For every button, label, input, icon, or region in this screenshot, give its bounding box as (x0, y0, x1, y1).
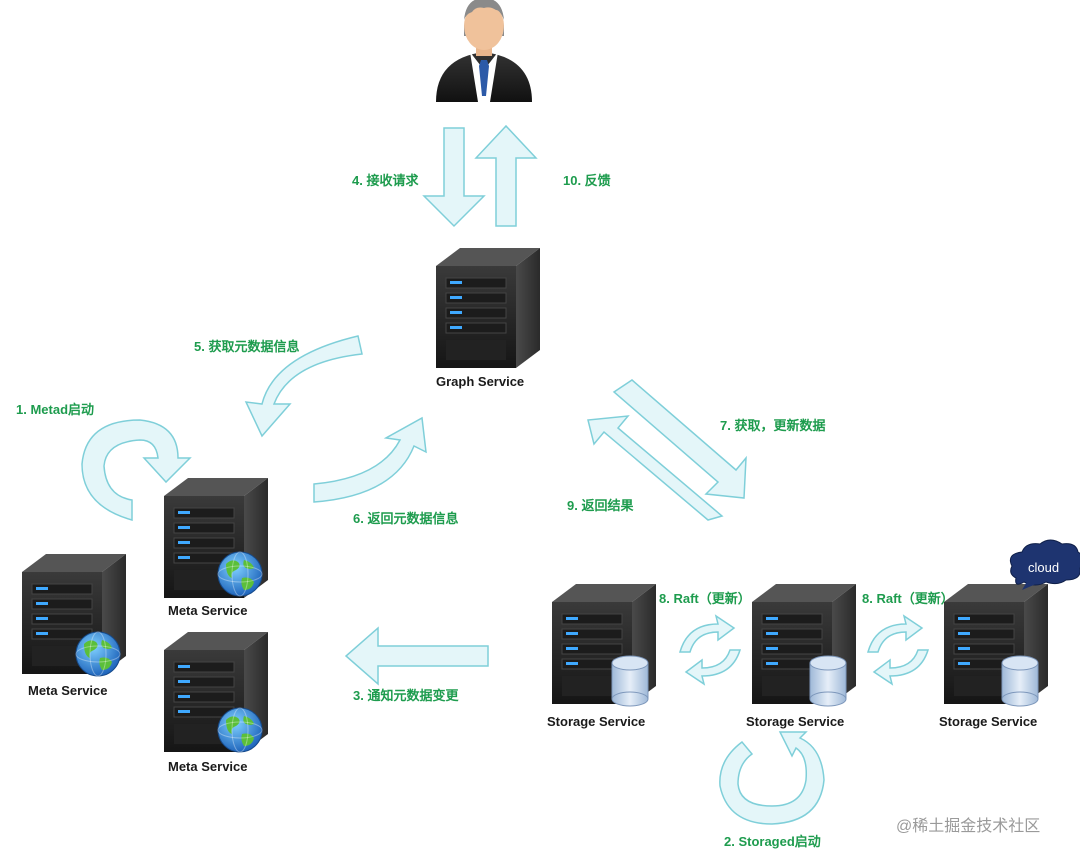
graph-service-label: Graph Service (436, 374, 525, 389)
meta-server-left-icon (21, 553, 127, 677)
storage-server-right-icon (943, 583, 1049, 707)
storage-service-right-label: Storage Service (939, 714, 1038, 729)
database-icon (1001, 655, 1039, 707)
globe-icon (217, 551, 263, 597)
step-1-label: 1. Metad启动 (16, 402, 95, 417)
cloud-icon (1009, 539, 1080, 590)
meta-server-top-icon (163, 477, 269, 599)
user-icon (436, 0, 532, 102)
step-4-label: 4. 接收请求 (352, 173, 419, 188)
meta-server-bottom-icon (163, 631, 269, 753)
database-icon (611, 655, 649, 707)
meta-service-bottom-label: Meta Service (168, 759, 248, 774)
arrow-left-step3 (344, 626, 489, 686)
meta-service-left-label: Meta Service (28, 683, 108, 698)
arrow-down-step4 (422, 127, 486, 228)
step-8-right-label: 8. Raft（更新） (862, 591, 954, 606)
arrow-up-step10 (474, 124, 538, 227)
step-8-left-label: 8. Raft（更新） (659, 591, 751, 606)
watermark: @稀土掘金技术社区 (896, 818, 1041, 835)
curved-arrow-step5 (244, 335, 363, 438)
step-7-label: 7. 获取，更新数据 (720, 418, 826, 433)
circular-arrow-metad (81, 419, 192, 521)
meta-service-top-label: Meta Service (168, 603, 248, 618)
globe-icon (75, 631, 121, 677)
curved-arrow-step6 (313, 416, 427, 503)
step-3-label: 3. 通知元数据变更 (353, 688, 459, 703)
database-icon (809, 655, 847, 707)
storage-service-mid-label: Storage Service (746, 714, 845, 729)
globe-icon (217, 707, 263, 753)
arrow-diagonal-step7 (612, 379, 747, 499)
step-2-label: 2. Storaged启动 (724, 834, 821, 849)
step-6-label: 6. 返回元数据信息 (353, 511, 459, 526)
circular-arrow-storaged (719, 731, 825, 825)
storage-service-left-label: Storage Service (547, 714, 646, 729)
raft-arrows-left (679, 614, 742, 686)
graph-server-icon (435, 247, 541, 369)
storage-server-mid-icon (751, 583, 857, 707)
step-9-label: 9. 返回结果 (567, 498, 634, 513)
step-5-label: 5. 获取元数据信息 (194, 339, 300, 354)
cloud-label: cloud (1028, 560, 1060, 575)
arrow-diagonal-step9 (587, 415, 724, 521)
storage-server-left-icon (551, 583, 657, 707)
step-10-label: 10. 反馈 (563, 173, 611, 188)
raft-arrows-right (867, 614, 930, 686)
